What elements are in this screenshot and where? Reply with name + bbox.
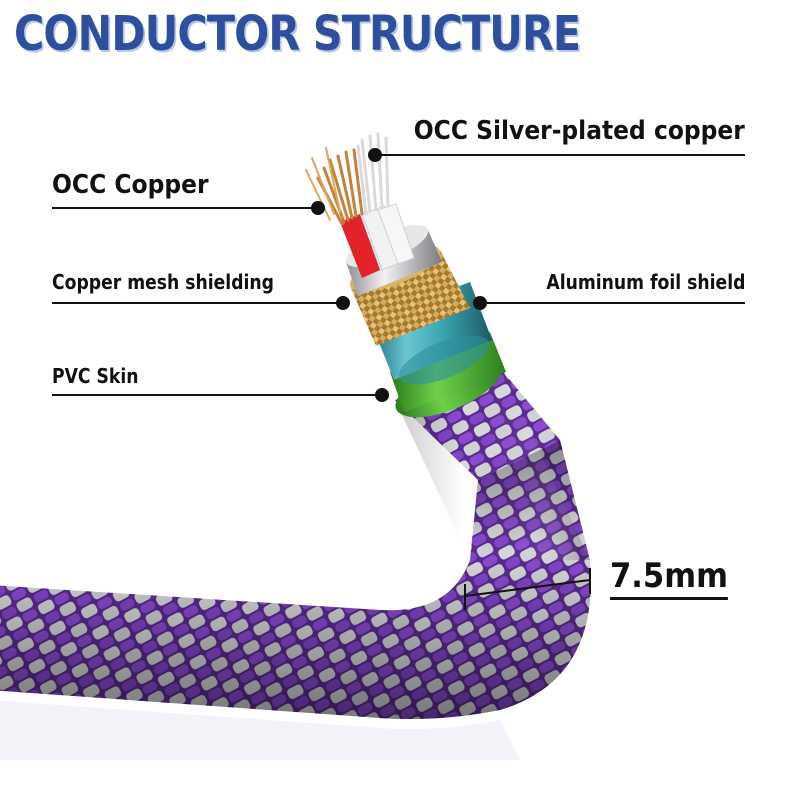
label-aluminum-foil-shield: Aluminum foil shield	[545, 270, 745, 294]
page-title: CONDUCTOR STRUCTURE	[14, 6, 581, 62]
label-occ-silver-plated-copper: OCC Silver-plated copper	[413, 116, 745, 146]
conductor-strands	[305, 132, 390, 226]
braided-jacket	[0, 368, 591, 719]
marker-occ-silver	[368, 148, 382, 162]
leader-lines	[52, 148, 745, 402]
label-copper-mesh-shielding: Copper mesh shielding	[52, 270, 274, 294]
label-pvc-skin: PVC Skin	[52, 364, 139, 388]
floor-reflection	[0, 700, 520, 760]
label-occ-copper: OCC Copper	[52, 170, 209, 200]
marker-aluminum-foil	[473, 296, 487, 310]
marker-copper-mesh	[336, 296, 350, 310]
marker-occ-copper	[311, 201, 325, 215]
marker-pvc-skin	[375, 388, 389, 402]
diameter-marker	[464, 568, 591, 610]
inner-wires	[340, 203, 415, 278]
diameter-label: 7.5mm	[610, 557, 728, 600]
